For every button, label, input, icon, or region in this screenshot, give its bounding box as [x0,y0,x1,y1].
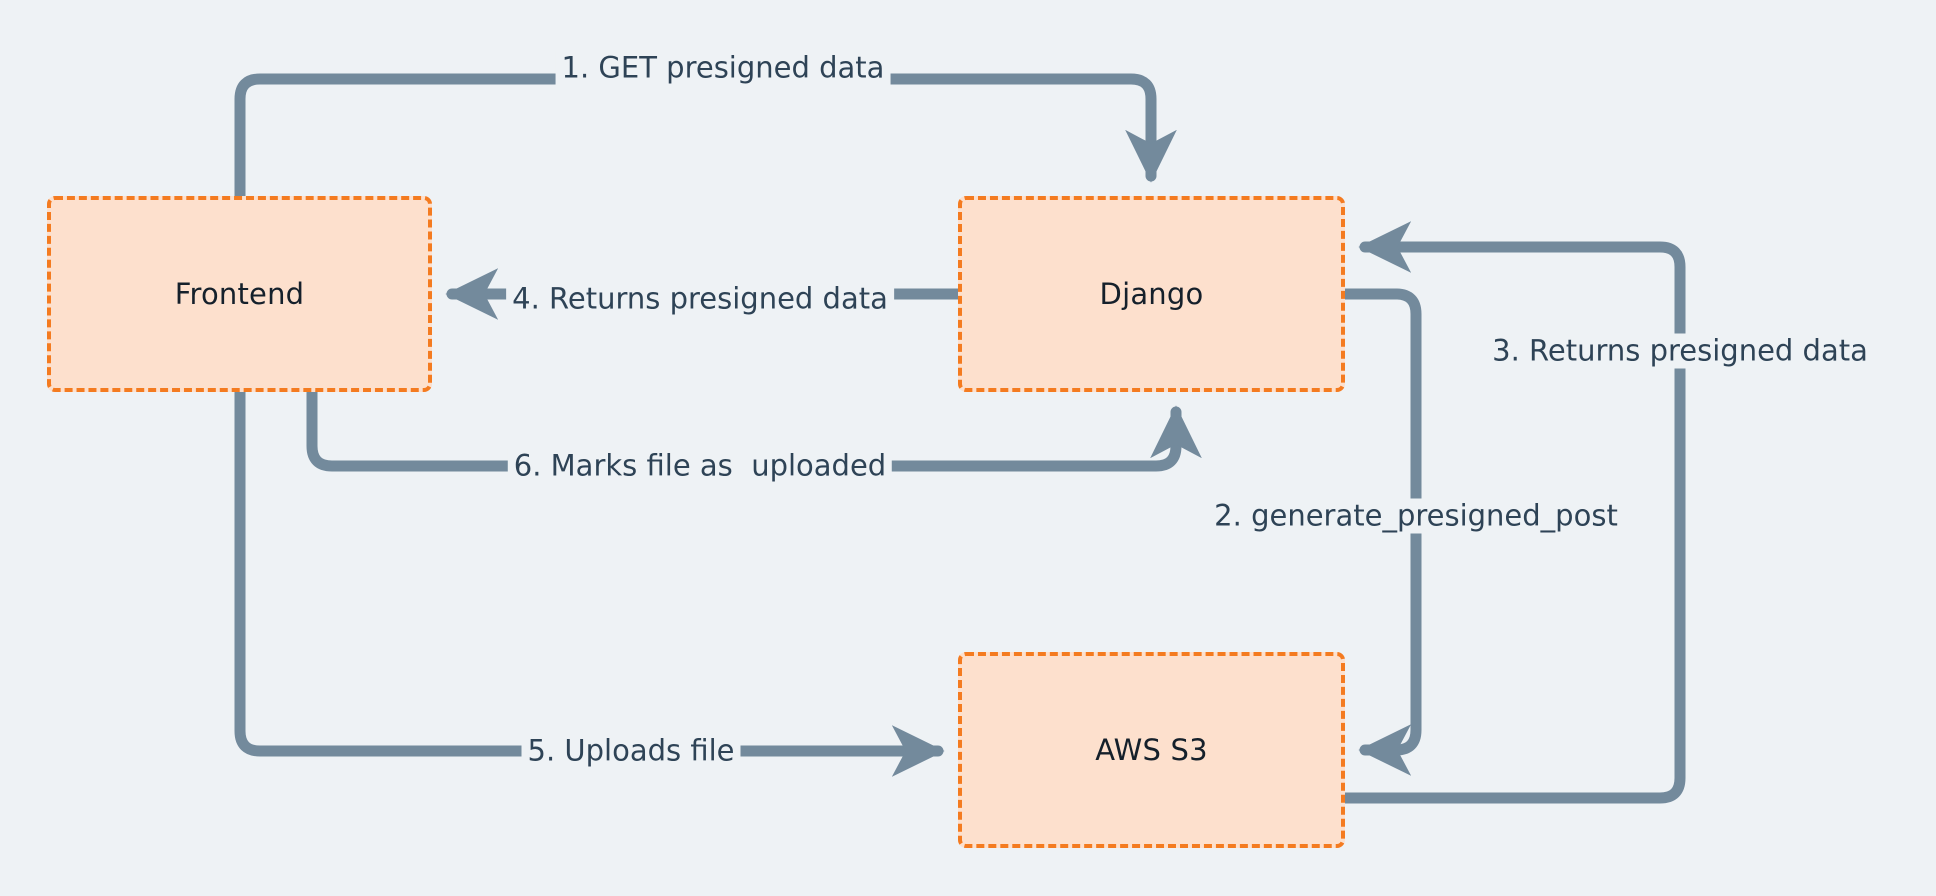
edge-label-3: 3. Returns presigned data [1486,333,1874,369]
edge-label-5: 5. Uploads file [521,733,741,769]
edge-label-1: 1. GET presigned data [555,50,891,86]
node-frontend-label: Frontend [174,277,305,311]
node-frontend[interactable]: Frontend [47,196,432,392]
edge-path-3 [1339,221,1686,804]
edge-label-2: 2. generate_presigned_post [1208,498,1624,534]
edge-label-4: 4. Returns presigned data [506,281,894,317]
edge-path-1 [234,73,1177,202]
edge-label-6: 6. Marks file as uploaded [507,448,893,484]
node-django-label: Django [1099,277,1204,311]
node-aws-s3-label: AWS S3 [1095,733,1208,767]
edge-path-5 [234,386,945,777]
node-aws-s3[interactable]: AWS S3 [958,652,1345,848]
node-django[interactable]: Django [958,196,1345,392]
